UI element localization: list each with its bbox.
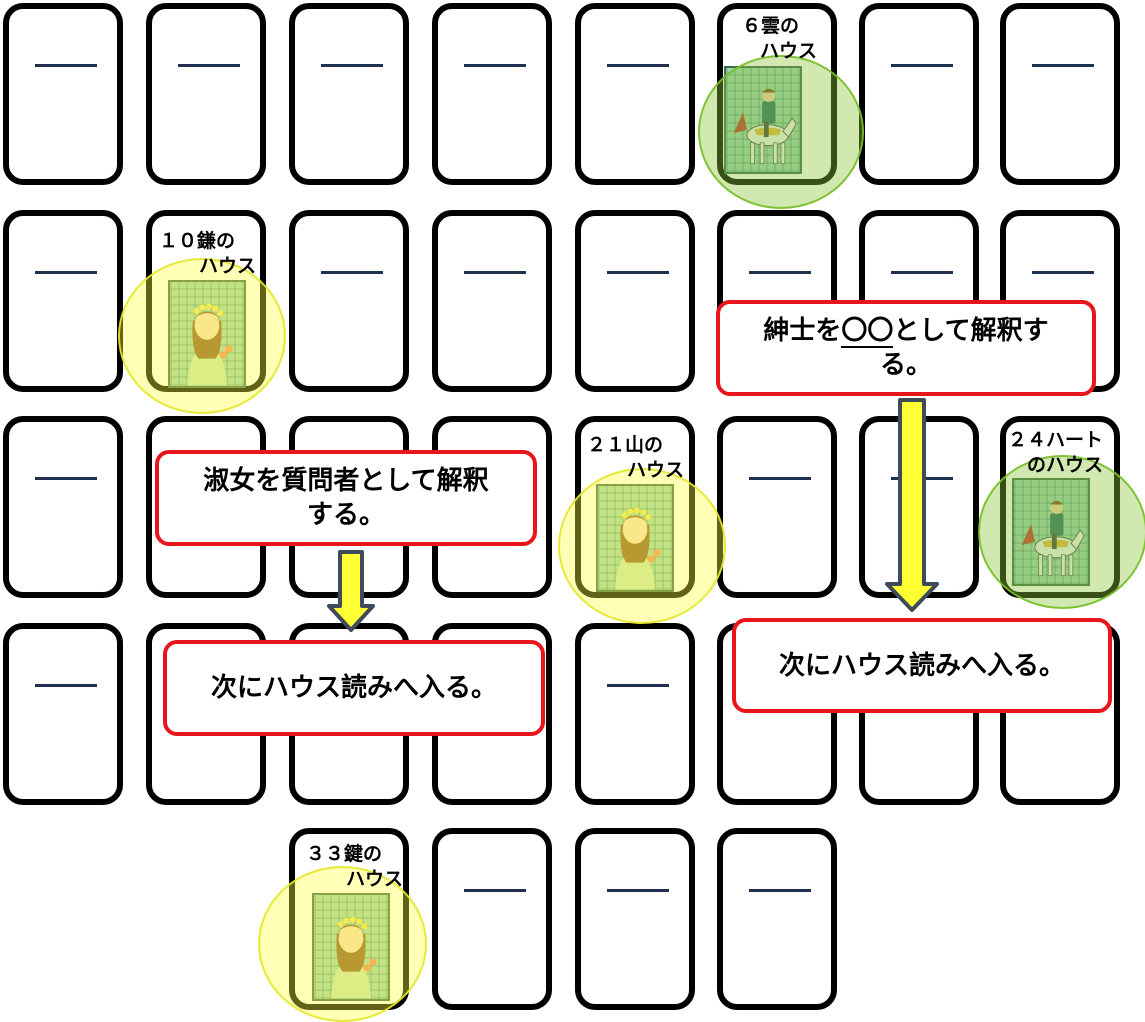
callout-line: る。: [879, 350, 932, 380]
house-label-21: ２１山の ハウス: [587, 433, 684, 483]
callout-line: 淑女を質問者として解釈: [203, 466, 489, 496]
empty-slot-dash: [607, 271, 669, 274]
callout-line: する。: [306, 500, 385, 530]
card-slot: [1000, 3, 1120, 185]
callout-gentleman-interpretation: 紳士を〇〇として解釈す る。: [716, 300, 1096, 396]
empty-slot-dash: [464, 64, 526, 67]
callout-line: 紳士を〇〇として解釈す: [763, 314, 1049, 348]
card-slot: [432, 828, 552, 1010]
card-slot: [289, 3, 409, 185]
empty-slot-dash: [891, 271, 953, 274]
lady-highlight-circle: [118, 258, 286, 414]
house-label-line: ２４ハート: [1008, 429, 1104, 451]
card-slot: [3, 210, 123, 392]
empty-slot-dash: [464, 889, 526, 892]
empty-slot-dash: [607, 889, 669, 892]
house-label-line: １０鎌の: [159, 230, 236, 252]
empty-slot-dash: [464, 271, 526, 274]
empty-slot-dash: [35, 684, 97, 687]
card-slot: [3, 3, 123, 185]
house-label-line: ３３鍵の: [306, 843, 383, 865]
callout-text: 紳士を: [763, 316, 842, 346]
card-slot: [432, 3, 552, 185]
empty-slot-dash: [749, 477, 811, 480]
house-label-6: ６雲の ハウス: [742, 14, 817, 64]
callout-blank: 〇〇: [841, 316, 894, 348]
card-slot: [575, 623, 695, 805]
house-label-line: ハウス: [760, 40, 818, 62]
house-label-line: ハウス: [199, 255, 257, 277]
card-slot: [859, 3, 979, 185]
empty-slot-dash: [35, 477, 97, 480]
house-label-line: のハウス: [1027, 454, 1104, 476]
house-label-33: ３３鍵の ハウス: [306, 842, 403, 892]
empty-slot-dash: [749, 271, 811, 274]
callout-next-house-reading-right: 次にハウス読みへ入る。: [732, 618, 1112, 713]
empty-slot-dash: [607, 64, 669, 67]
rider-highlight-circle: [698, 55, 864, 209]
callout-lady-interpretation: 淑女を質問者として解釈 する。: [155, 450, 537, 546]
empty-slot-dash: [749, 889, 811, 892]
card-slot: [575, 828, 695, 1010]
empty-slot-dash: [35, 271, 97, 274]
down-arrow-icon: [885, 398, 939, 612]
callout-text: として解釈す: [893, 316, 1049, 346]
card-slot: [289, 210, 409, 392]
card-slot: [3, 416, 123, 598]
card-slot: [3, 623, 123, 805]
card-slot: [575, 210, 695, 392]
card-slot: [146, 3, 266, 185]
empty-slot-dash: [321, 271, 383, 274]
callout-next-house-reading-left: 次にハウス読みへ入る。: [163, 640, 545, 736]
card-slot: [575, 3, 695, 185]
empty-slot-dash: [321, 64, 383, 67]
empty-slot-dash: [178, 64, 240, 67]
empty-slot-dash: [1032, 64, 1094, 67]
lady-highlight-circle: [558, 468, 726, 624]
house-label-line: ６雲の: [742, 15, 800, 37]
house-label-24: ２４ハート のハウス: [1008, 428, 1103, 478]
callout-line: 次にハウス読みへ入る。: [778, 650, 1065, 681]
empty-slot-dash: [1032, 271, 1094, 274]
card-slot: [432, 210, 552, 392]
house-label-line: ２１山の: [587, 434, 664, 456]
card-slot: [717, 828, 837, 1010]
lady-highlight-circle: [258, 866, 427, 1022]
house-label-10: １０鎌の ハウス: [159, 229, 256, 279]
empty-slot-dash: [891, 64, 953, 67]
empty-slot-dash: [35, 64, 97, 67]
down-arrow-icon: [327, 550, 375, 632]
rider-highlight-circle: [978, 455, 1145, 609]
house-label-line: ハウス: [627, 459, 685, 481]
house-label-line: ハウス: [346, 868, 404, 890]
empty-slot-dash: [607, 684, 669, 687]
card-slot: [717, 416, 837, 598]
callout-line: 次にハウス読みへ入る。: [210, 673, 497, 703]
